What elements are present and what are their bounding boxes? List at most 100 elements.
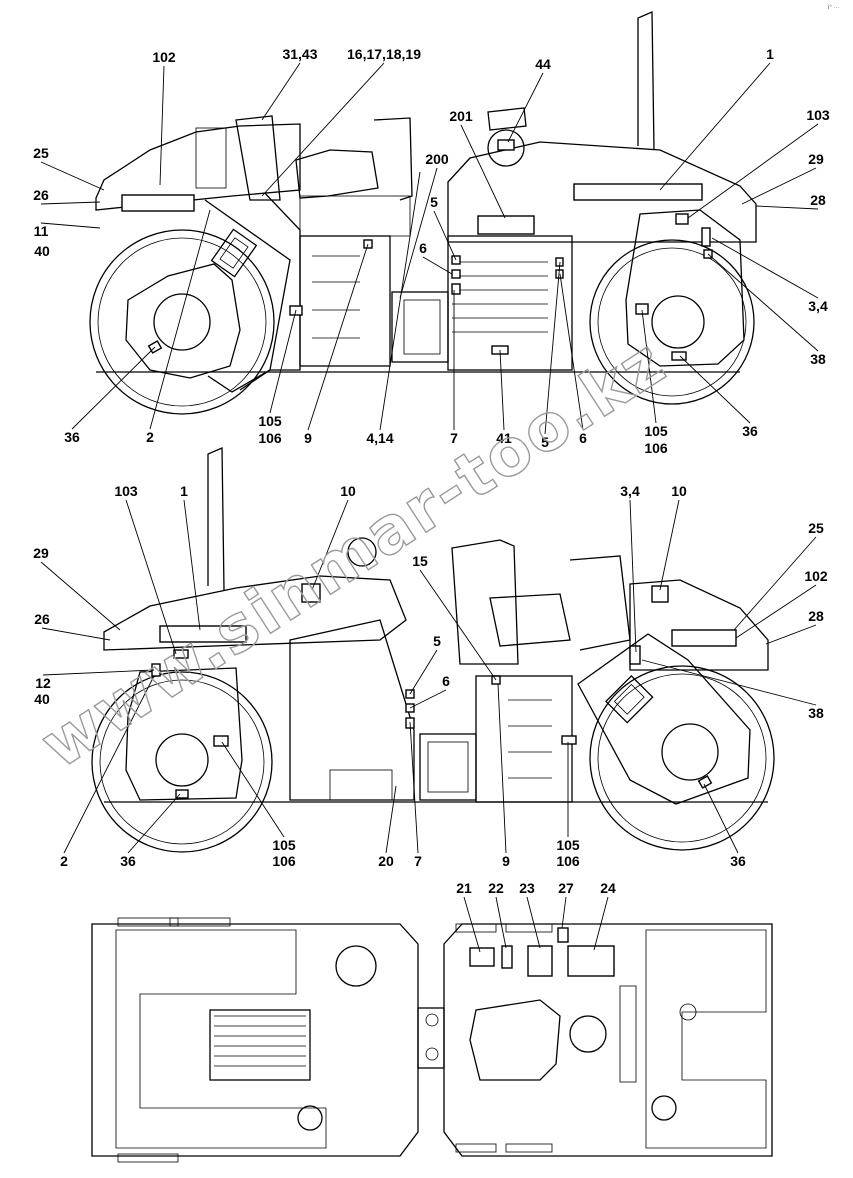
side-view-2-leader-23 xyxy=(497,683,507,854)
side-view-1-leader-1 xyxy=(159,65,165,186)
side-view-2-callout-7: 102 xyxy=(804,568,828,584)
decal-103-view2 xyxy=(173,649,189,659)
side-view-1-leader-23 xyxy=(307,243,369,431)
side-view-2-callout-15: 6 xyxy=(442,673,450,689)
decal-105-106-view2-mid xyxy=(561,735,577,745)
decal-24 xyxy=(567,945,615,977)
side-view-1-callout-1: 102 xyxy=(152,49,176,65)
side-view-2-leader-6 xyxy=(733,536,817,631)
side-view-1-leader-24 xyxy=(379,171,421,431)
side-view-1-leader-20 xyxy=(149,209,211,430)
side-view-2 xyxy=(91,447,775,853)
side-view-2-leader-7 xyxy=(735,584,817,639)
side-view-1-callout-8: 200 xyxy=(425,151,449,167)
side-view-1-leader-21 xyxy=(269,309,297,414)
leader-lines xyxy=(40,62,819,953)
side-view-2-leader-10 xyxy=(765,624,817,645)
side-view-2-callout-2: 1 xyxy=(180,483,188,499)
top-view-callout-2: 22 xyxy=(488,880,504,896)
side-view-1-callout-23: 9 xyxy=(304,430,312,446)
side-view-1-leader-3 xyxy=(261,62,385,197)
left-motor-bracket xyxy=(210,228,258,278)
side-view-1-callout-15: 5 xyxy=(430,194,438,210)
side-view-2-callout-3: 10 xyxy=(340,483,356,499)
side-view-1-callout-7: 201 xyxy=(449,108,473,124)
side-view-1-leader-10 xyxy=(755,205,819,210)
side-view-1 xyxy=(89,11,757,415)
side-view-2-callout-21: 20 xyxy=(378,853,394,869)
side-view-2-callout-11: 26 xyxy=(34,611,50,627)
decal-36-right xyxy=(671,351,687,361)
side-view-1-callout-29: 105 xyxy=(644,423,668,439)
side-view-1-callout-9: 29 xyxy=(808,151,824,167)
side-view-1-leader-4 xyxy=(507,72,544,143)
side-view-1-callout-21: 105 xyxy=(258,413,282,429)
side-view-1-callout-16: 6 xyxy=(419,240,427,256)
side-view-1-leader-11 xyxy=(40,161,105,191)
side-view-1-leader-28 xyxy=(559,273,584,431)
side-view-2-leader-5 xyxy=(659,499,680,591)
side-view-1-callout-13: 11 xyxy=(34,223,49,239)
side-view-2-leader-19 xyxy=(221,741,285,838)
decal-3-4-view1 xyxy=(701,227,711,247)
side-view-1-leader-18 xyxy=(707,253,819,352)
side-view-2-leader-18 xyxy=(127,793,181,854)
side-view-1-callout-28: 6 xyxy=(579,430,587,446)
side-view-2-callout-22: 7 xyxy=(414,853,422,869)
decal-105-106-view2-left xyxy=(213,735,229,747)
top-view-leader-3 xyxy=(526,896,541,949)
side-view-2-callout-14: 40 xyxy=(34,691,50,707)
side-view-2-callout-9: 15 xyxy=(412,553,428,569)
left-drum-view2 xyxy=(91,663,273,853)
top-view-callout-3: 23 xyxy=(519,880,535,896)
side-view-2-leader-12 xyxy=(409,649,438,695)
side-view-1-callout-6: 103 xyxy=(806,107,830,123)
side-view-1-callout-11: 25 xyxy=(33,145,49,161)
side-view-2-leader-8 xyxy=(40,561,121,631)
side-view-2-leader-22 xyxy=(409,721,419,854)
side-view-1-leader-12 xyxy=(40,201,101,205)
side-view-2-callout-4: 3,4 xyxy=(620,483,640,499)
side-view-2-callout-20: 106 xyxy=(272,853,296,869)
side-view-1-callout-10: 28 xyxy=(810,192,826,208)
side-view-2-leader-9 xyxy=(419,569,497,681)
exhaust-pipe-view2 xyxy=(207,447,225,591)
side-view-1-leader-19 xyxy=(71,346,156,430)
side-view-1-leader-31 xyxy=(679,355,751,424)
side-view-2-leader-13 xyxy=(42,669,155,676)
decal-102-view2 xyxy=(671,629,737,647)
side-view-1-leader-2 xyxy=(261,62,301,121)
side-view-2-callout-8: 29 xyxy=(33,545,49,561)
side-view-1-callout-25: 7 xyxy=(450,430,458,446)
side-view-1-callout-26: 41 xyxy=(496,430,512,446)
side-view-2-callout-23: 9 xyxy=(502,853,510,869)
decal-105-106-right xyxy=(635,303,649,315)
side-view-1-leader-5 xyxy=(659,62,771,191)
side-view-1-leader-6 xyxy=(687,123,819,219)
top-view-leader-1 xyxy=(463,896,481,953)
side-view-1-callout-20: 2 xyxy=(146,429,154,445)
side-view-1-callout-22: 106 xyxy=(258,430,282,446)
side-view-1-leader-29 xyxy=(641,309,657,424)
side-view-2-leader-11 xyxy=(41,627,111,641)
decal-10-view2a xyxy=(301,583,321,603)
side-view-2-leader-26 xyxy=(703,783,739,854)
top-view-callout-5: 24 xyxy=(600,880,616,896)
side-view-2-callout-18: 36 xyxy=(120,853,136,869)
exhaust-pipe-view1 xyxy=(637,11,655,151)
side-view-1-callout-18: 38 xyxy=(810,351,826,367)
top-view-leader-2 xyxy=(495,896,507,949)
decal-22 xyxy=(501,945,513,969)
side-view-2-callout-10: 28 xyxy=(808,608,824,624)
side-view-1-callout-27: 5 xyxy=(541,434,549,450)
decal-23 xyxy=(527,945,553,977)
side-view-2-leader-17 xyxy=(63,675,155,854)
side-view-2-callout-26: 36 xyxy=(730,853,746,869)
side-view-1-leader-16 xyxy=(422,256,453,275)
decal-201 xyxy=(477,215,535,235)
decal-3-4-view2 xyxy=(629,645,641,665)
side-view-1-leader-9 xyxy=(741,167,817,205)
corner-mark: i° ··· xyxy=(828,5,839,11)
